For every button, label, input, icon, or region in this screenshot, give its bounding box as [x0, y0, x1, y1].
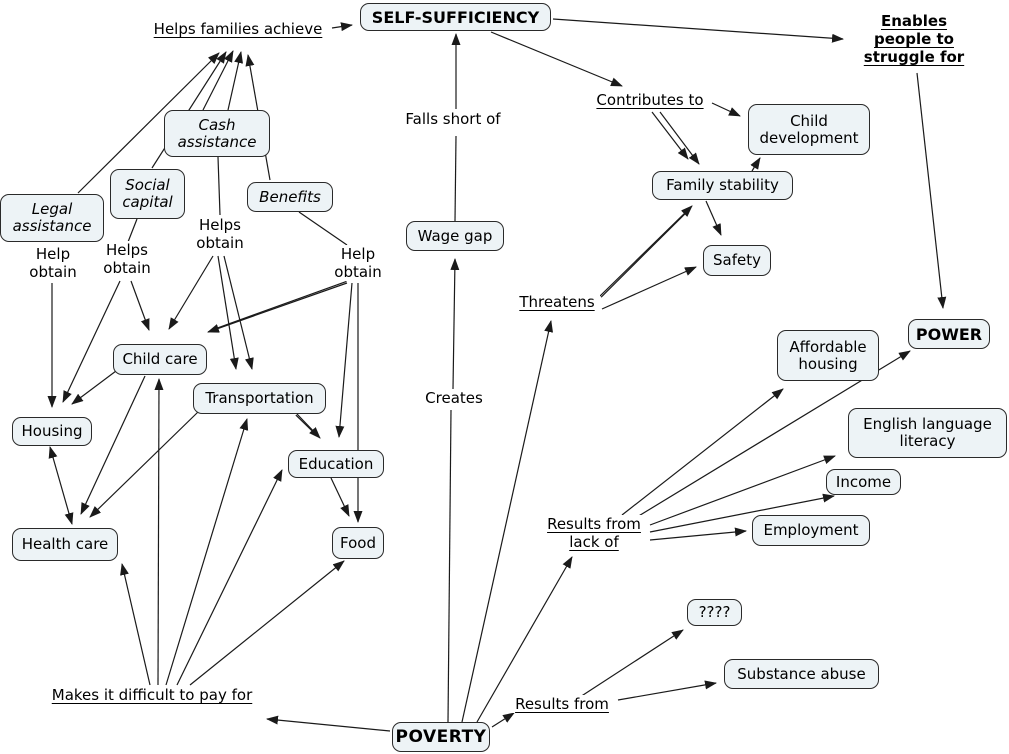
link-label-results-from[interactable]: Results from [509, 695, 615, 713]
node-cash-assistance[interactable]: Cash assistance [164, 110, 270, 157]
node-self-sufficiency[interactable]: SELF-SUFFICIENCY [360, 3, 551, 31]
node-power[interactable]: POWER [908, 319, 990, 349]
node-transportation[interactable]: Transportation [193, 383, 326, 414]
node-food[interactable]: Food [332, 527, 384, 559]
node-child-care[interactable]: Child care [113, 344, 207, 375]
node-english-language-literacy[interactable]: English language literacy [848, 408, 1007, 458]
node-benefits[interactable]: Benefits [247, 182, 333, 212]
node-legal-assistance[interactable]: Legal assistance [0, 194, 104, 242]
link-label-results-from-lack-of[interactable]: Results from lack of [539, 515, 649, 551]
node-income[interactable]: Income [826, 469, 901, 495]
node-unknown[interactable]: ???? [687, 599, 742, 626]
link-label-enables-people-to-struggle-for[interactable]: Enables people to struggle for [855, 12, 973, 66]
node-education[interactable]: Education [288, 450, 384, 478]
link-label-creates[interactable]: Creates [423, 389, 485, 407]
node-substance-abuse[interactable]: Substance abuse [724, 659, 879, 689]
node-social-capital[interactable]: Social capital [110, 169, 185, 219]
node-employment[interactable]: Employment [752, 515, 870, 546]
link-label-help-obtain-legal[interactable]: Help obtain [24, 245, 82, 281]
link-label-makes-it-difficult-to-pay-for[interactable]: Makes it difficult to pay for [42, 686, 262, 704]
node-family-stability[interactable]: Family stability [652, 171, 793, 200]
link-label-helps-families-achieve[interactable]: Helps families achieve [147, 20, 329, 38]
node-wage-gap[interactable]: Wage gap [406, 221, 504, 251]
link-label-helps-obtain-cash[interactable]: Helps obtain [193, 216, 247, 252]
node-poverty[interactable]: POVERTY [392, 722, 490, 752]
node-safety[interactable]: Safety [703, 245, 771, 276]
node-health-care[interactable]: Health care [12, 528, 118, 561]
node-housing[interactable]: Housing [12, 417, 92, 446]
node-child-development[interactable]: Child development [748, 104, 870, 155]
link-label-contributes-to[interactable]: Contributes to [591, 91, 709, 109]
link-label-help-obtain-benefits[interactable]: Help obtain [329, 245, 387, 281]
node-affordable-housing[interactable]: Affordable housing [777, 330, 879, 381]
link-label-threatens[interactable]: Threatens [514, 293, 600, 311]
link-label-falls-short-of[interactable]: Falls short of [400, 110, 506, 128]
link-label-helps-obtain-social[interactable]: Helps obtain [99, 241, 155, 277]
